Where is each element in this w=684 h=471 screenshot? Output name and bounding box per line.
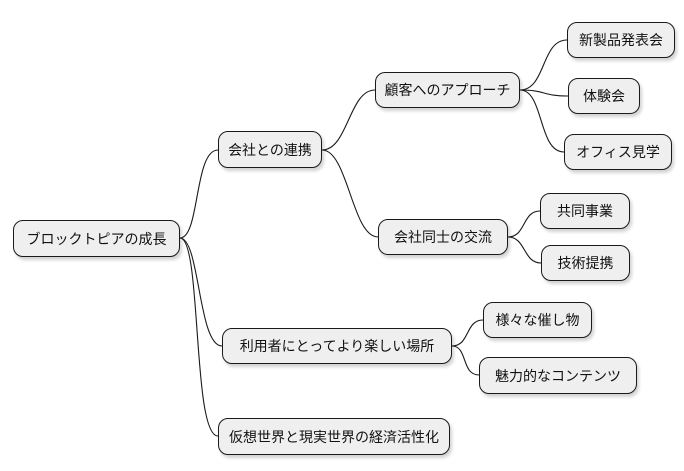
connector-customer-to-trial [519,89,569,97]
node-customer-approach: 顧客へのアプローチ [375,72,520,108]
connector-root-to-company-collab [179,149,219,239]
node-tech-alliance: 技術提携 [541,245,630,281]
node-joint-business: 共同事業 [540,193,630,229]
connector-customer-to-officetour [519,89,565,153]
node-company-exchange: 会社同士の交流 [378,219,508,255]
connector-users-to-events [451,319,484,347]
connector-exchange-to-techalliance [507,236,542,264]
node-attractive-content: 魅力的なコンテンツ [479,357,637,394]
node-trial-session: 体験会 [568,78,640,114]
node-economy-revitalization: 仮想世界と現実世界の経済活性化 [218,418,450,455]
connector-users-to-content [451,345,480,376]
connector-collab-to-exchange [321,149,379,238]
connector-customer-to-newproduct [519,39,568,91]
connector-root-to-users-place [179,237,223,347]
node-office-tour: オフィス見学 [564,134,672,170]
node-root: ブロックトピアの成長 [13,220,180,257]
connector-root-to-economy [179,237,219,437]
node-new-product-launch: 新製品発表会 [567,22,675,58]
node-various-events: 様々な催し物 [483,302,592,338]
node-users-fun-place: 利用者にとってより楽しい場所 [222,328,452,364]
connector-collab-to-customer [321,89,376,151]
connector-exchange-to-jointbiz [507,210,541,238]
node-company-collab: 会社との連携 [218,131,322,168]
